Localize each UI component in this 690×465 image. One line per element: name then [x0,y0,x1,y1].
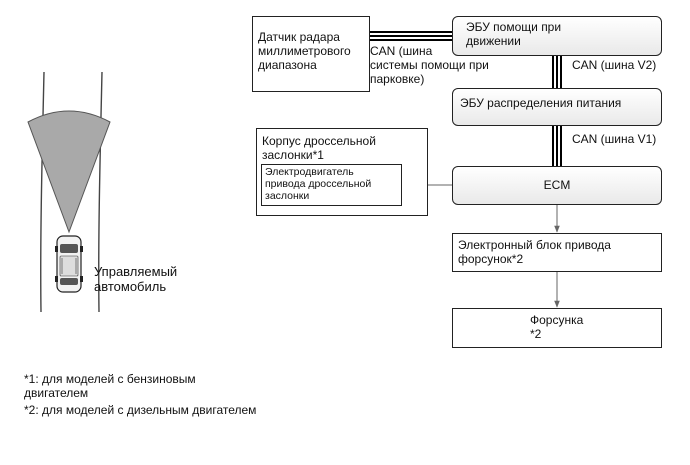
can-parking-label: CAN (шина системы помощи при парковке) [370,44,489,86]
vehicle-icon [55,235,83,293]
can-bus-parking [370,31,452,41]
vehicle-label: Управляемый автомобиль [94,264,178,294]
throttle-motor-box [261,164,402,206]
driving-assist-ecu-label: ЭБУ помощи при движении [466,20,562,48]
can-bus-v1 [552,126,562,168]
lane-line-right [98,71,103,313]
radar-sensor-box [252,16,370,92]
injector-driver-box [452,233,662,272]
lane-line-left [40,71,45,313]
driving-assist-ecu-box [452,16,662,56]
ecm-box [452,166,662,205]
can-v1-label: CAN (шина V1) [572,132,657,146]
ecm-label: ECM [543,178,571,192]
injector-label: Форсунка *2 [530,313,584,341]
power-distribution-ecu-label: ЭБУ распределения питания [460,96,622,110]
throttle-motor-label: Электродвигатель привода дроссельной зас… [265,166,372,202]
footnote-2: *2: для моделей с дизельным двигателем [24,403,257,417]
power-distribution-ecu-box [452,88,662,126]
injector-box [452,308,662,348]
can-v2-label: CAN (шина V2) [572,58,657,72]
footnote-1: *1: для моделей с бензиновым двигателем [24,372,196,400]
radar-sensor-label: Датчик радара миллиметрового диапазона [258,30,351,72]
can-bus-v2 [552,56,562,88]
radar-beam [27,110,111,234]
throttle-body-label: Корпус дроссельной заслонки*1 [262,134,376,162]
injector-driver-label: Электронный блок привода форсунок*2 [458,238,611,266]
